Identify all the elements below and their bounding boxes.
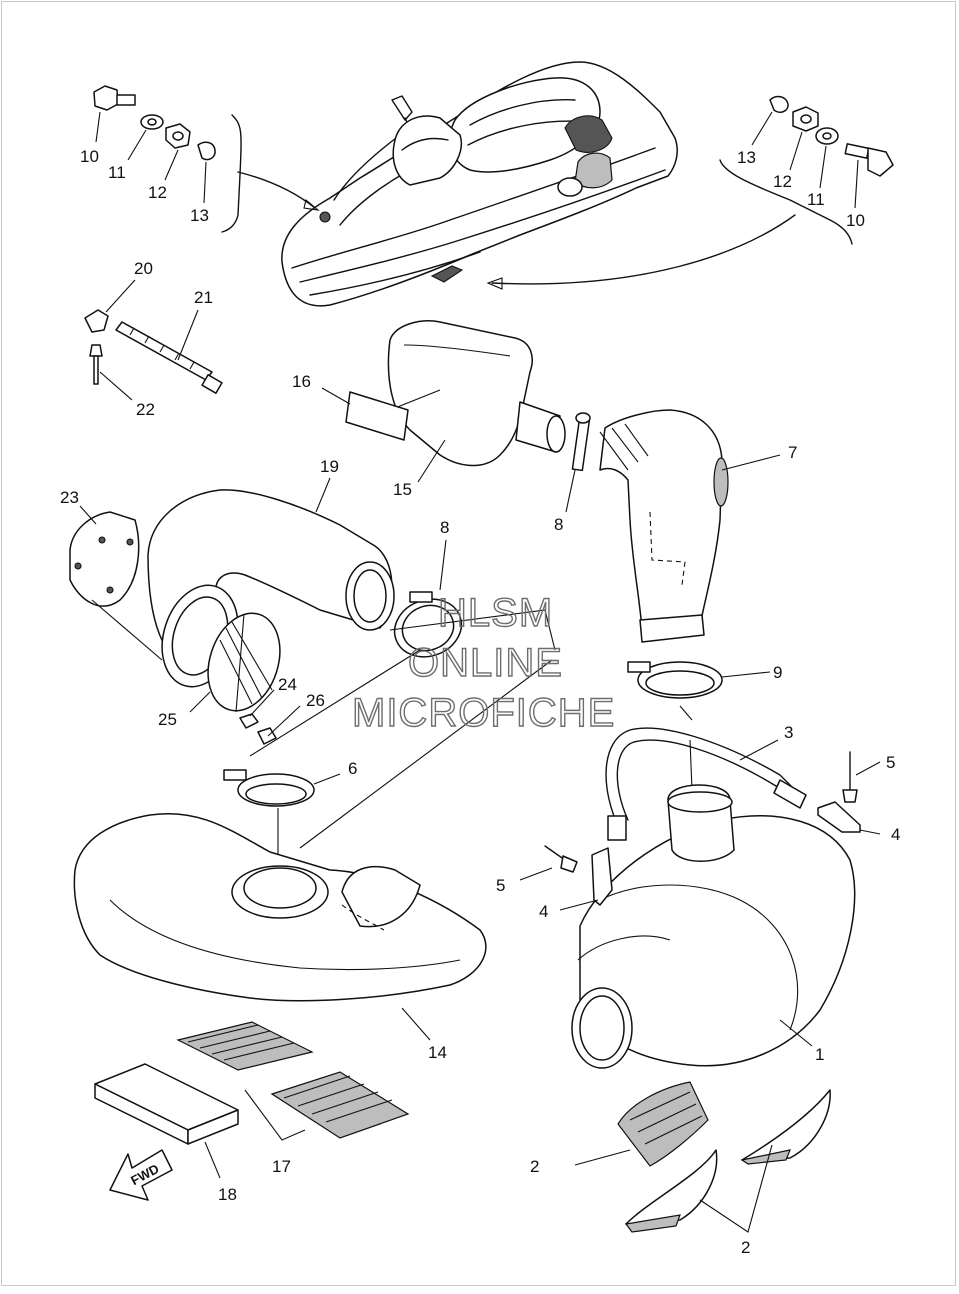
watermark-line-2: ONLINE: [408, 641, 563, 685]
hose-clamp-9: [223, 769, 341, 807]
callout-23: 23: [60, 488, 79, 507]
rivet-head-22: [89, 344, 103, 357]
callout-15: 15: [393, 480, 412, 499]
callout-8-upper: 8: [440, 518, 449, 537]
bolt-head-right-10: [867, 147, 894, 177]
callout-labels: 10 11 12 13 13 12 11 10 20 21 22 16 15 8…: [60, 147, 900, 1257]
rivet-5-lower: [519, 845, 578, 881]
hull-leaders: [221, 114, 853, 290]
bracket-4-upper: [817, 801, 881, 835]
clamp-7: [565, 412, 591, 513]
heat-shield-2-lower: [624, 1089, 831, 1233]
callout-6: 7: [788, 443, 797, 462]
block-18: [94, 1063, 239, 1179]
callout-11-right: 11: [807, 190, 825, 209]
callout-4-lower: 4: [539, 902, 548, 921]
callout-17: 17: [272, 1157, 291, 1176]
callout-20: 20: [134, 259, 153, 278]
callout-2-left: 2: [530, 1157, 539, 1176]
callout-19: 19: [320, 457, 339, 476]
mount-plate-23: [69, 505, 163, 661]
forward-direction-arrow: FWD: [109, 1149, 173, 1201]
callout-4-upper: 4: [891, 825, 900, 844]
callout-26: 26: [306, 691, 325, 710]
watercraft-hull: [281, 61, 678, 307]
callout-11-left: 11: [108, 163, 126, 182]
watermark-line-3: MICROFICHE: [352, 691, 615, 735]
callout-5-upper: 5: [886, 753, 895, 772]
callout-7: 8: [554, 515, 563, 534]
clamp-20: [84, 309, 109, 333]
callout-13-right: 13: [737, 148, 756, 167]
callout-21: 21: [194, 288, 213, 307]
callout-10-left: 10: [80, 147, 99, 166]
clip-left-13: [197, 141, 216, 161]
callout-25: 25: [158, 710, 177, 729]
rivet-5-upper: [842, 751, 881, 803]
hose-clamp-8-right: [627, 661, 771, 699]
hose-clamp-8-left: [393, 539, 463, 658]
bolt-head-left-10: [93, 85, 119, 111]
callout-3: 3: [784, 723, 793, 742]
pads-17: [176, 1021, 410, 1141]
callout-24: 24: [278, 675, 297, 694]
callout-13-left: 13: [190, 206, 209, 225]
callout-8-right: 9: [773, 663, 782, 682]
tie-and-clamp-set: [84, 279, 223, 401]
left-fastener-set: [93, 85, 216, 204]
callout-9: 6: [348, 759, 357, 778]
watermark-line-1: HLSM: [438, 591, 553, 635]
bracket-4-lower: [559, 847, 613, 911]
strap-3: [605, 727, 807, 841]
cable-tie-21: [115, 321, 213, 381]
flame-arrester-disc-24: [207, 612, 301, 745]
callout-14: 14: [428, 1043, 447, 1062]
callout-12-left: 12: [148, 183, 167, 202]
resonator-1: [571, 784, 856, 1069]
water-box-14: [73, 813, 487, 1041]
watermark: HLSM ONLINE MICROFICHE: [351, 590, 615, 735]
heat-shield-2-upper: [574, 1081, 709, 1167]
assembly-centerlines: [249, 609, 693, 856]
callout-2-bottom: 2: [741, 1238, 750, 1257]
elbow-hose-6: [599, 409, 781, 643]
callout-16: 16: [292, 372, 311, 391]
callout-10-right: 10: [846, 211, 865, 230]
callout-12-right: 12: [773, 172, 792, 191]
callout-18: 18: [218, 1185, 237, 1204]
intake-box-15: [387, 320, 566, 483]
callout-1: 1: [815, 1045, 824, 1064]
foam-pad-16: [321, 387, 409, 441]
callout-22: 22: [136, 400, 155, 419]
callout-5-lower: 5: [496, 876, 505, 895]
right-fastener-set: [751, 95, 894, 209]
clip-right-13: [769, 95, 789, 113]
